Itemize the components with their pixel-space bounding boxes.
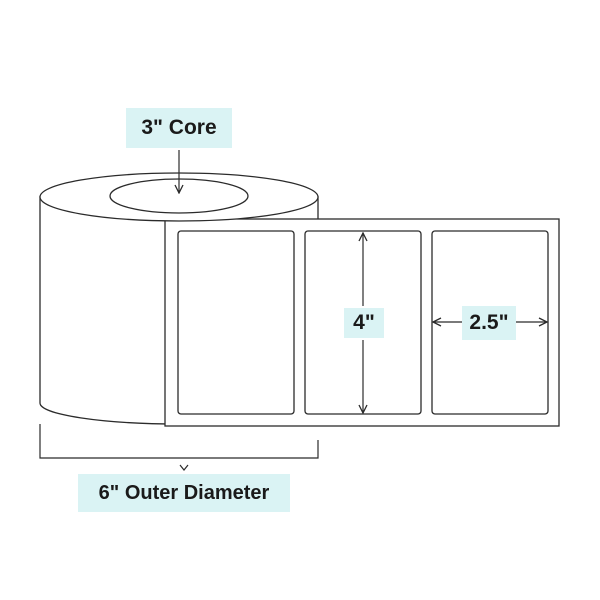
label-height-dimension: 4" [344, 308, 384, 338]
outer-diameter-bracket [39, 424, 319, 459]
outer-diameter-callout: 6" Outer Diameter [78, 474, 290, 512]
core-callout: 3" Core [126, 108, 232, 148]
label-width-dimension: 2.5" [462, 306, 516, 340]
outer-diameter-bracket-tick [179, 464, 189, 471]
label-1 [177, 230, 295, 415]
